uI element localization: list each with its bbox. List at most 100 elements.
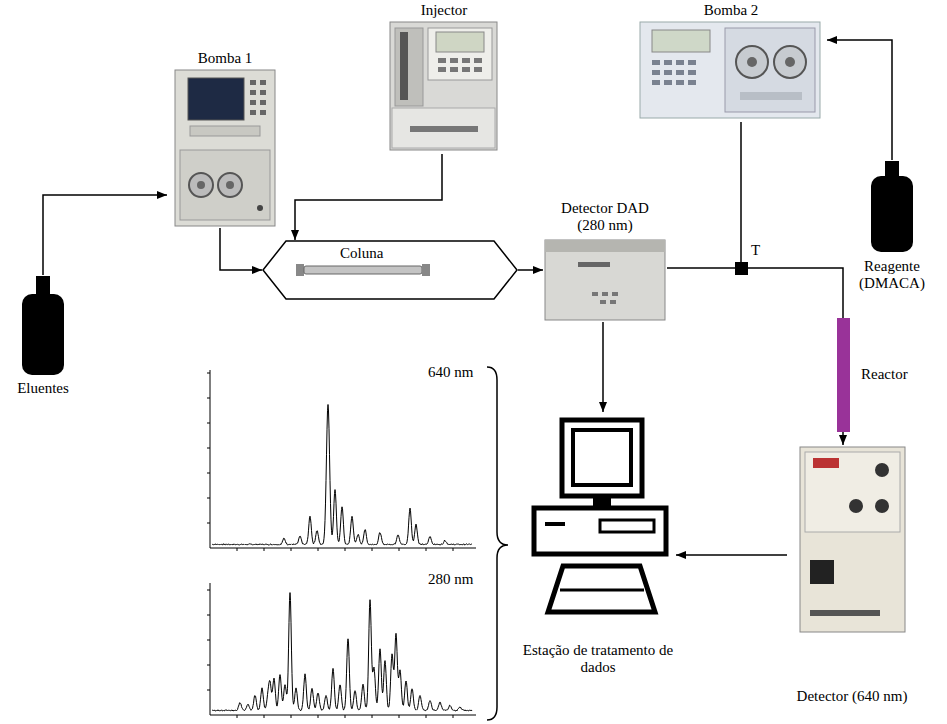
axis-tick <box>372 548 373 551</box>
axis-tick <box>426 715 427 718</box>
flow-line <box>842 432 844 445</box>
flow-line <box>748 268 843 318</box>
pump-2-picture-part <box>740 92 802 100</box>
axis-tick <box>372 715 373 718</box>
pump-2-picture-part <box>664 70 672 75</box>
node-label: Eluentes <box>7 380 79 397</box>
injector-picture-part <box>392 108 495 148</box>
eluent-bottle-picture-part <box>22 294 64 375</box>
chromatogram-trace <box>212 405 472 546</box>
node-label: Estação de tratamento de dados <box>520 642 676 676</box>
column-fitting <box>296 264 304 276</box>
axis-tick <box>237 715 238 718</box>
trace-label: 640 nm <box>428 364 473 381</box>
housing-outline <box>262 240 518 300</box>
vis-detector-picture-part <box>810 610 880 616</box>
pump-2-picture-part <box>652 70 660 75</box>
pump-2-picture-part <box>676 60 684 65</box>
chromatogram-640-part <box>210 370 211 548</box>
axis-tick <box>207 448 210 449</box>
dad-detector-picture-part <box>610 300 616 304</box>
pump-1-picture-part <box>218 173 242 197</box>
vis-detector-picture-part <box>875 463 889 477</box>
pump-instrument: Bomba 2 <box>635 2 827 122</box>
chromatogram-trace <box>212 593 472 711</box>
injector-picture-part <box>400 32 408 100</box>
pump-2-picture-part <box>652 60 660 65</box>
injector-picture-part <box>462 58 470 63</box>
pump-2-picture-part <box>652 30 710 52</box>
pump-2-picture-part <box>725 28 815 112</box>
tee-junction: T <box>735 262 748 275</box>
flow-line <box>43 195 167 275</box>
flow-line <box>220 228 262 270</box>
axis-tick <box>207 498 210 499</box>
pump-1-picture-part <box>197 181 205 189</box>
dad-detector-picture-part <box>545 240 665 320</box>
flow-line <box>740 122 742 262</box>
axis-tick <box>207 398 210 399</box>
pump-2-picture-part <box>688 80 696 85</box>
axis-tick <box>237 548 238 551</box>
column-fitting <box>422 264 430 276</box>
computer-picture-part <box>600 520 654 532</box>
injector-picture-part <box>428 28 492 80</box>
axis-tick <box>207 523 210 524</box>
trace-label: 280 nm <box>428 571 473 588</box>
injector-picture-part <box>438 67 446 72</box>
vis-detector-picture-part <box>805 452 900 532</box>
pump-2-picture-part <box>736 46 768 78</box>
axis-tick <box>264 548 265 551</box>
injector-picture-part <box>450 67 458 72</box>
pump-1-picture-part <box>250 110 256 115</box>
pump-1-picture-part <box>260 100 266 105</box>
chromatogram-280 <box>207 583 476 718</box>
pump-2-picture-part <box>747 57 757 67</box>
injector-picture-part <box>410 126 478 132</box>
flow-line <box>827 40 892 160</box>
vis-detector-picture-part <box>849 499 863 513</box>
axis-tick <box>399 715 400 718</box>
node-label: Bomba 1 <box>167 50 283 67</box>
pump-2-picture-part <box>652 80 660 85</box>
computer-picture-part <box>534 508 666 554</box>
axis-tick <box>207 640 210 641</box>
axis-tick <box>426 548 427 551</box>
axis-tick <box>207 665 210 666</box>
pump-1-picture <box>175 70 275 226</box>
vis-detector-picture-part <box>813 458 839 468</box>
pump-1-picture-part <box>175 70 275 226</box>
flow-line <box>667 267 735 269</box>
reagent-bottle: Reagente (DMACA) <box>847 160 937 292</box>
pump-1-picture-part <box>180 150 270 220</box>
axis-tick <box>207 615 210 616</box>
brace <box>487 367 508 720</box>
injector-instrument: Injector <box>382 2 506 154</box>
axis-tick <box>207 590 210 591</box>
data-station: Estação de tratamento de dados <box>520 412 676 676</box>
column-housing: Coluna <box>262 240 518 300</box>
reagent-bottle-picture-part <box>871 176 913 252</box>
injector-picture-part <box>436 32 484 52</box>
pump-instrument: Bomba 1 <box>167 50 283 228</box>
pump-1-picture-part <box>250 90 256 95</box>
injector-picture-part <box>390 22 497 150</box>
injector-picture <box>390 22 497 150</box>
axis-tick <box>453 548 454 551</box>
node-label: Reagente (DMACA) <box>847 258 937 292</box>
node-label: T <box>751 242 760 259</box>
computer-picture-part <box>545 522 565 526</box>
reactor-coil: Reactor <box>837 318 850 432</box>
node-label: Reactor <box>861 366 908 383</box>
flow-line <box>295 154 442 240</box>
reagent-bottle-picture <box>871 161 913 252</box>
chromatogram-280-part <box>210 583 211 715</box>
axis-tick <box>318 548 319 551</box>
pump-1-picture-part <box>226 181 234 189</box>
injector-picture-part <box>462 67 470 72</box>
injector-picture-part <box>474 58 482 63</box>
injector-picture-part <box>395 28 423 106</box>
